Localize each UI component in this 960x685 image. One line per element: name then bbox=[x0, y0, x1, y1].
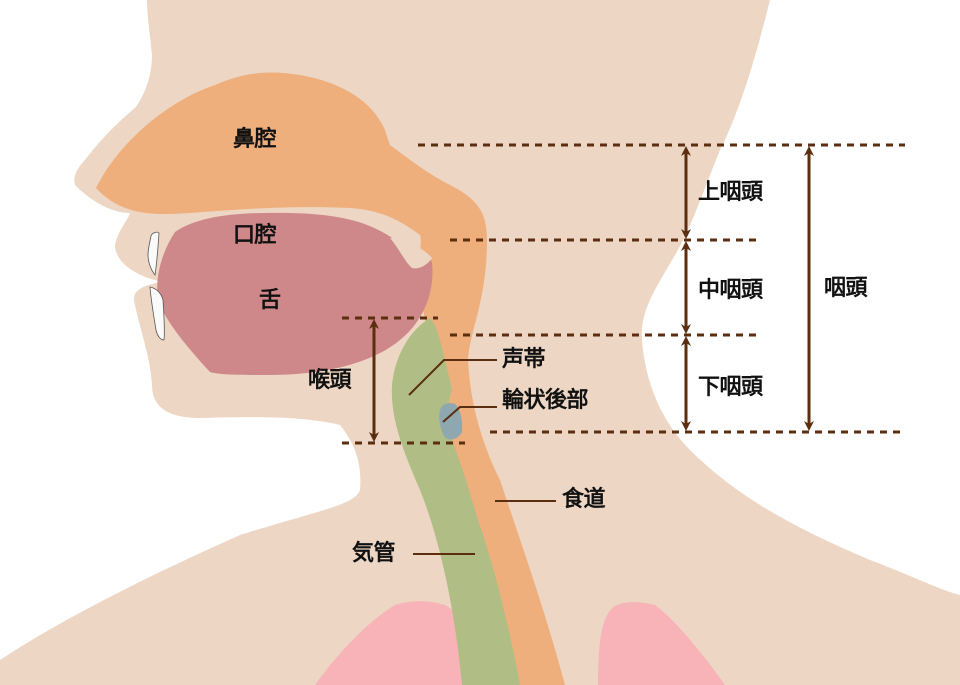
label-nasal-cavity: 鼻腔 bbox=[233, 127, 277, 152]
trachea bbox=[391, 318, 520, 685]
upper-incisor bbox=[147, 231, 160, 276]
postcricoid-region bbox=[439, 403, 463, 440]
leader-vocal-cords bbox=[408, 359, 497, 396]
right-lung bbox=[598, 602, 725, 685]
soft-palate-notch bbox=[390, 238, 432, 269]
label-oral-cavity: 口腔 bbox=[233, 223, 277, 248]
label-mesopharynx: 中咽頭 bbox=[698, 278, 763, 303]
leader-postcricoid bbox=[442, 406, 497, 423]
dimension-arrows bbox=[369, 146, 814, 442]
label-vocal-cords: 声帯 bbox=[502, 347, 546, 372]
label-postcricoid: 輪状後部 bbox=[502, 388, 589, 413]
nasal-cavity-pharynx-esophagus bbox=[96, 72, 565, 685]
lower-incisor bbox=[149, 286, 165, 341]
label-trachea: 気管 bbox=[352, 541, 396, 566]
label-esophagus: 食道 bbox=[562, 487, 606, 512]
level-guides bbox=[342, 143, 905, 445]
label-tongue: 舌 bbox=[259, 288, 281, 313]
label-epipharynx: 上咽頭 bbox=[698, 180, 763, 205]
label-pharynx: 咽頭 bbox=[824, 276, 868, 301]
label-hypopharynx: 下咽頭 bbox=[698, 375, 763, 400]
oral-cavity-tongue bbox=[157, 212, 433, 375]
left-lung bbox=[315, 601, 468, 685]
leader-lines bbox=[408, 359, 556, 555]
label-larynx: 喉頭 bbox=[308, 368, 352, 393]
